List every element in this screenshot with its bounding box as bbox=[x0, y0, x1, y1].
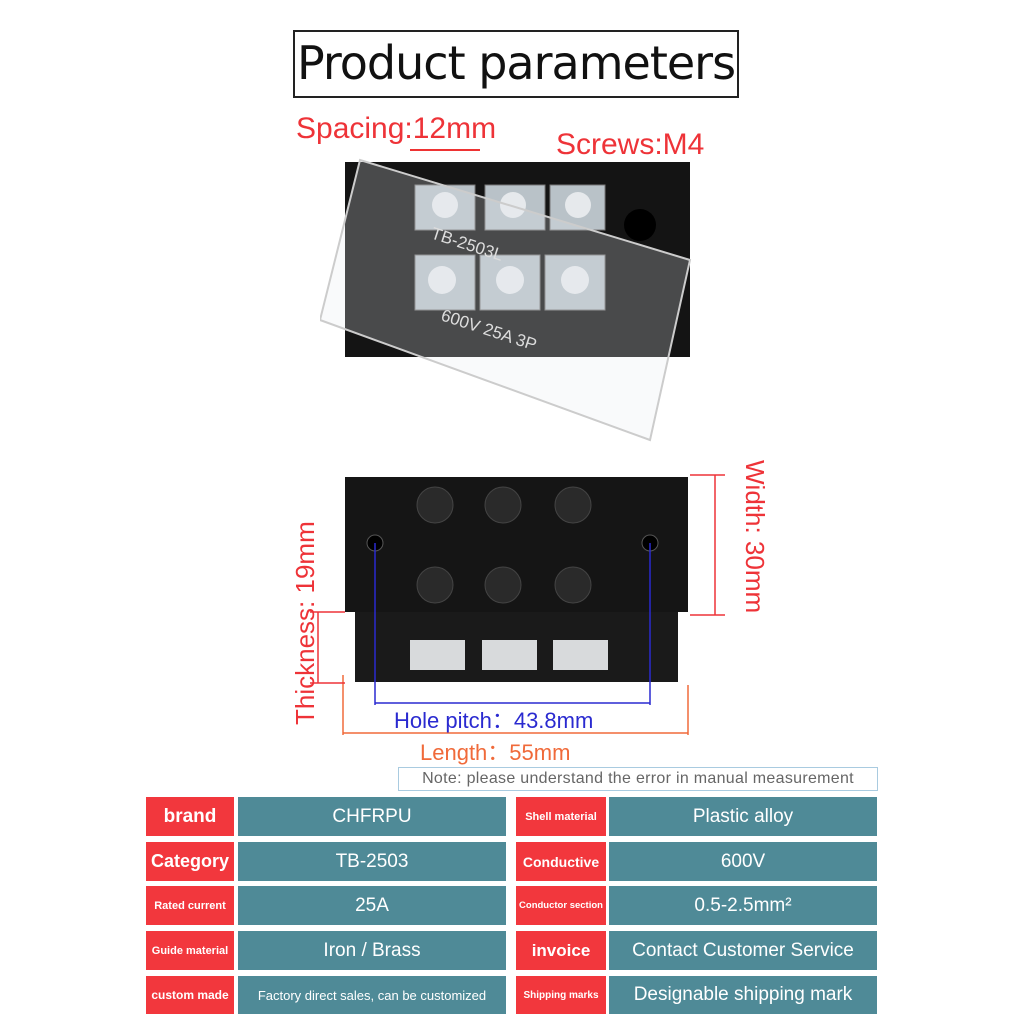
spec-label: Guide material bbox=[146, 931, 234, 970]
spec-label: Shell material bbox=[516, 797, 606, 836]
spec-label: Conductive bbox=[516, 842, 606, 881]
spec-value: CHFRPU bbox=[238, 797, 506, 836]
clear-cover bbox=[320, 158, 692, 442]
title-underline bbox=[293, 96, 739, 98]
screws-label: Screws:M4 bbox=[556, 128, 705, 161]
screw-heads bbox=[428, 192, 591, 294]
spec-value: 25A bbox=[238, 886, 506, 925]
spec-value: TB-2503 bbox=[238, 842, 506, 881]
spec-label: invoice bbox=[516, 931, 606, 970]
spec-label: Shipping marks bbox=[516, 976, 606, 1014]
hole-pitch-label: Hole pitch：43.8mm bbox=[394, 708, 594, 733]
spec-label: Conductor section bbox=[516, 886, 606, 925]
spec-value: Iron / Brass bbox=[238, 931, 506, 970]
title-frame bbox=[293, 30, 739, 96]
terminals bbox=[410, 640, 608, 670]
spec-value: 0.5-2.5mm² bbox=[609, 886, 877, 925]
spec-value: Contact Customer Service bbox=[609, 931, 877, 970]
terminal-block-top-photo: TB-2503L 600V 25A 3P bbox=[320, 149, 692, 442]
spec-value: Designable shipping mark bbox=[609, 976, 877, 1014]
spec-label: Category bbox=[146, 842, 234, 881]
width-label: Width: 30mm bbox=[740, 460, 770, 614]
spacing-label: Spacing:12mm bbox=[296, 112, 497, 145]
spec-value: Plastic alloy bbox=[609, 797, 877, 836]
page-title: Product parameters bbox=[296, 36, 736, 90]
spec-value: 600V bbox=[609, 842, 877, 881]
length-dimension bbox=[342, 675, 689, 735]
mount-hole bbox=[624, 209, 656, 241]
terminal-block-dimension-photo bbox=[310, 474, 725, 735]
spec-label: brand bbox=[146, 797, 234, 836]
spec-value: Factory direct sales, can be customized bbox=[238, 976, 506, 1014]
spec-label: custom made bbox=[146, 976, 234, 1014]
thickness-label: Thickness: 19mm bbox=[290, 521, 320, 725]
posts bbox=[416, 486, 592, 604]
spec-label: Rated current bbox=[146, 886, 234, 925]
width-dimension bbox=[690, 474, 725, 616]
measurement-note: Note: please understand the error in man… bbox=[398, 767, 878, 791]
hole-pitch-dimension bbox=[374, 543, 651, 705]
thickness-dimension bbox=[310, 611, 345, 684]
length-label: Length：55mm bbox=[420, 740, 571, 765]
